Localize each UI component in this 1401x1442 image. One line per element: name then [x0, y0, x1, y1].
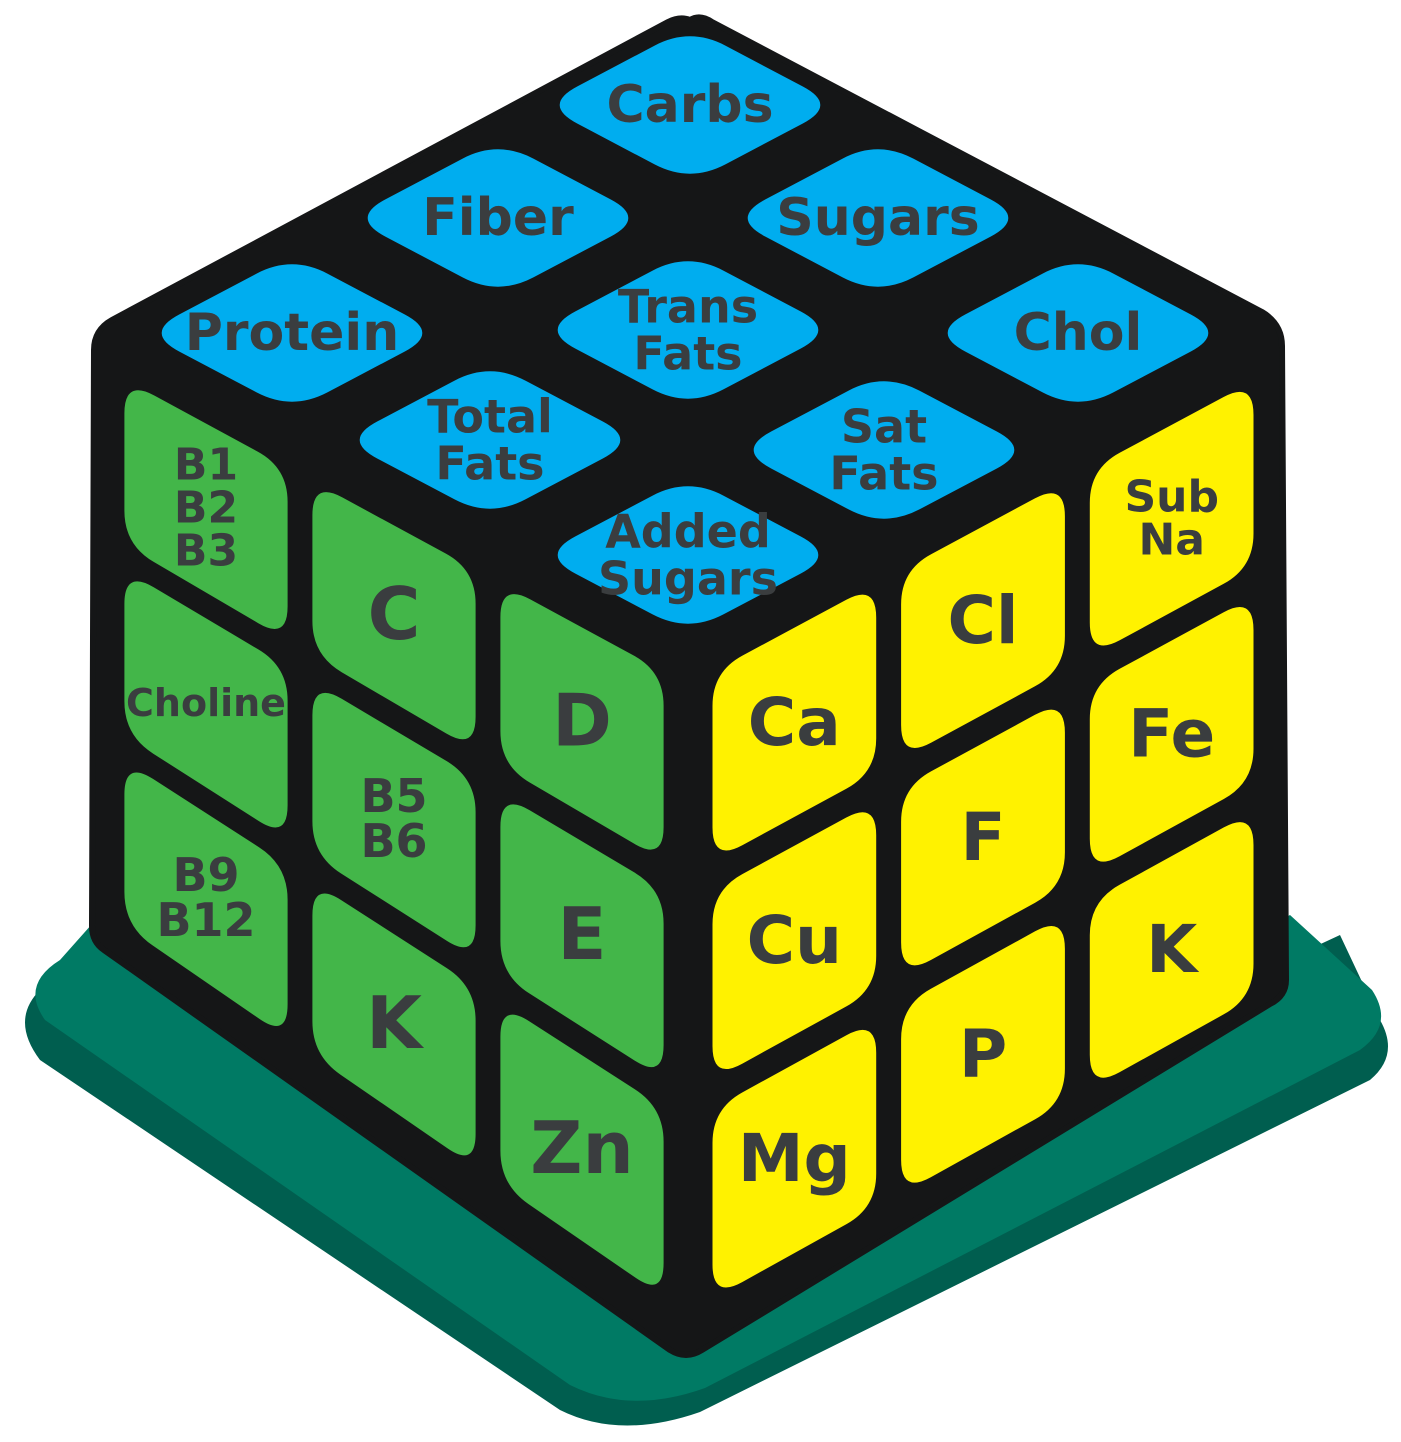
top-sticker-label: Carbs	[606, 75, 773, 135]
left-sticker-label: B12	[156, 893, 255, 947]
left-sticker-label: K	[366, 981, 424, 1065]
right-sticker: Mg	[712, 1029, 877, 1288]
right-sticker-tile	[1089, 391, 1254, 646]
top-sticker-label: Total	[427, 390, 553, 444]
right-sticker-label: P	[959, 1016, 1007, 1093]
top-sticker-tile	[359, 371, 621, 509]
right-sticker-tile	[712, 812, 877, 1070]
top-sticker-label: Fats	[633, 327, 742, 381]
top-sticker-label: Protein	[185, 303, 399, 363]
left-sticker-label: E	[557, 892, 606, 976]
right-sticker-tile	[712, 594, 877, 851]
right-sticker: Cl	[901, 493, 1065, 749]
right-sticker-tile	[901, 493, 1065, 749]
top-sticker-label: Chol	[1014, 303, 1143, 363]
top-sticker-tile	[747, 149, 1009, 287]
top-sticker: Carbs	[559, 36, 821, 174]
left-sticker-label: D	[552, 678, 612, 762]
right-sticker-tile	[901, 709, 1065, 966]
top-sticker-tile	[557, 261, 819, 399]
top-sticker-label: Fats	[829, 447, 938, 501]
right-sticker-label: F	[960, 799, 1005, 876]
top-sticker-tile	[367, 149, 629, 287]
left-sticker: C	[312, 492, 476, 740]
right-sticker-tile	[1089, 606, 1254, 862]
left-sticker-label: Choline	[126, 681, 286, 725]
left-sticker-tile	[500, 804, 664, 1068]
right-sticker-tile	[712, 1029, 877, 1288]
left-sticker-label: B2	[174, 483, 238, 534]
left-sticker-label: B6	[360, 814, 427, 868]
left-sticker: Choline	[124, 581, 288, 828]
left-sticker-tile	[124, 772, 288, 1026]
left-sticker-tile	[500, 1014, 664, 1285]
top-sticker: Protein	[161, 264, 423, 402]
left-sticker-tile	[124, 581, 288, 828]
left-sticker-tile	[312, 492, 476, 740]
left-sticker-label: B1	[174, 439, 238, 490]
top-sticker: Sugars	[747, 149, 1009, 287]
left-sticker-label: B5	[360, 769, 427, 823]
right-sticker: Fe	[1089, 606, 1254, 862]
left-sticker: Zn	[500, 1014, 664, 1285]
top-sticker-label: Trans	[618, 280, 758, 334]
top-sticker-label: Sugars	[776, 188, 979, 248]
left-sticker-label: C	[368, 572, 421, 656]
left-sticker: E	[500, 804, 664, 1068]
left-sticker: K	[312, 893, 476, 1156]
left-sticker-label: B9	[172, 848, 239, 902]
right-sticker-label: Fe	[1128, 696, 1215, 773]
right-sticker-label: K	[1146, 911, 1200, 988]
left-sticker-label: B3	[174, 526, 238, 577]
right-sticker-label: Na	[1138, 515, 1205, 566]
right-sticker: P	[901, 925, 1065, 1183]
left-sticker-label: Zn	[530, 1106, 633, 1190]
top-sticker-label: Fats	[435, 437, 544, 491]
top-sticker-label: Fiber	[422, 188, 574, 248]
left-sticker-tile	[312, 893, 476, 1156]
top-sticker-label: Sugars	[598, 552, 778, 606]
right-sticker-label: Cl	[947, 582, 1018, 659]
top-sticker-tile	[557, 486, 819, 624]
right-sticker: Ca	[712, 594, 877, 851]
right-sticker-tile	[1089, 822, 1254, 1078]
left-sticker-tile	[312, 692, 476, 948]
left-sticker-tile	[500, 594, 664, 850]
top-sticker-tile	[161, 264, 423, 402]
right-sticker: F	[901, 709, 1065, 966]
left-sticker-tile	[124, 390, 288, 629]
right-sticker: K	[1089, 822, 1254, 1078]
right-sticker-label: Mg	[738, 1120, 851, 1197]
top-sticker-tile	[753, 381, 1015, 519]
top-sticker: Chol	[947, 264, 1209, 402]
right-sticker-label: Sub	[1124, 471, 1219, 522]
right-sticker-label: Ca	[748, 684, 841, 761]
top-sticker-tile	[559, 36, 821, 174]
left-sticker: D	[500, 594, 664, 850]
right-sticker: Cu	[712, 812, 877, 1070]
top-sticker: Fiber	[367, 149, 629, 287]
top-sticker-label: Sat	[841, 400, 927, 454]
right-sticker-label: Cu	[747, 902, 842, 979]
right-sticker-tile	[901, 925, 1065, 1183]
top-sticker-tile	[947, 264, 1209, 402]
top-sticker-label: Added	[605, 505, 771, 559]
